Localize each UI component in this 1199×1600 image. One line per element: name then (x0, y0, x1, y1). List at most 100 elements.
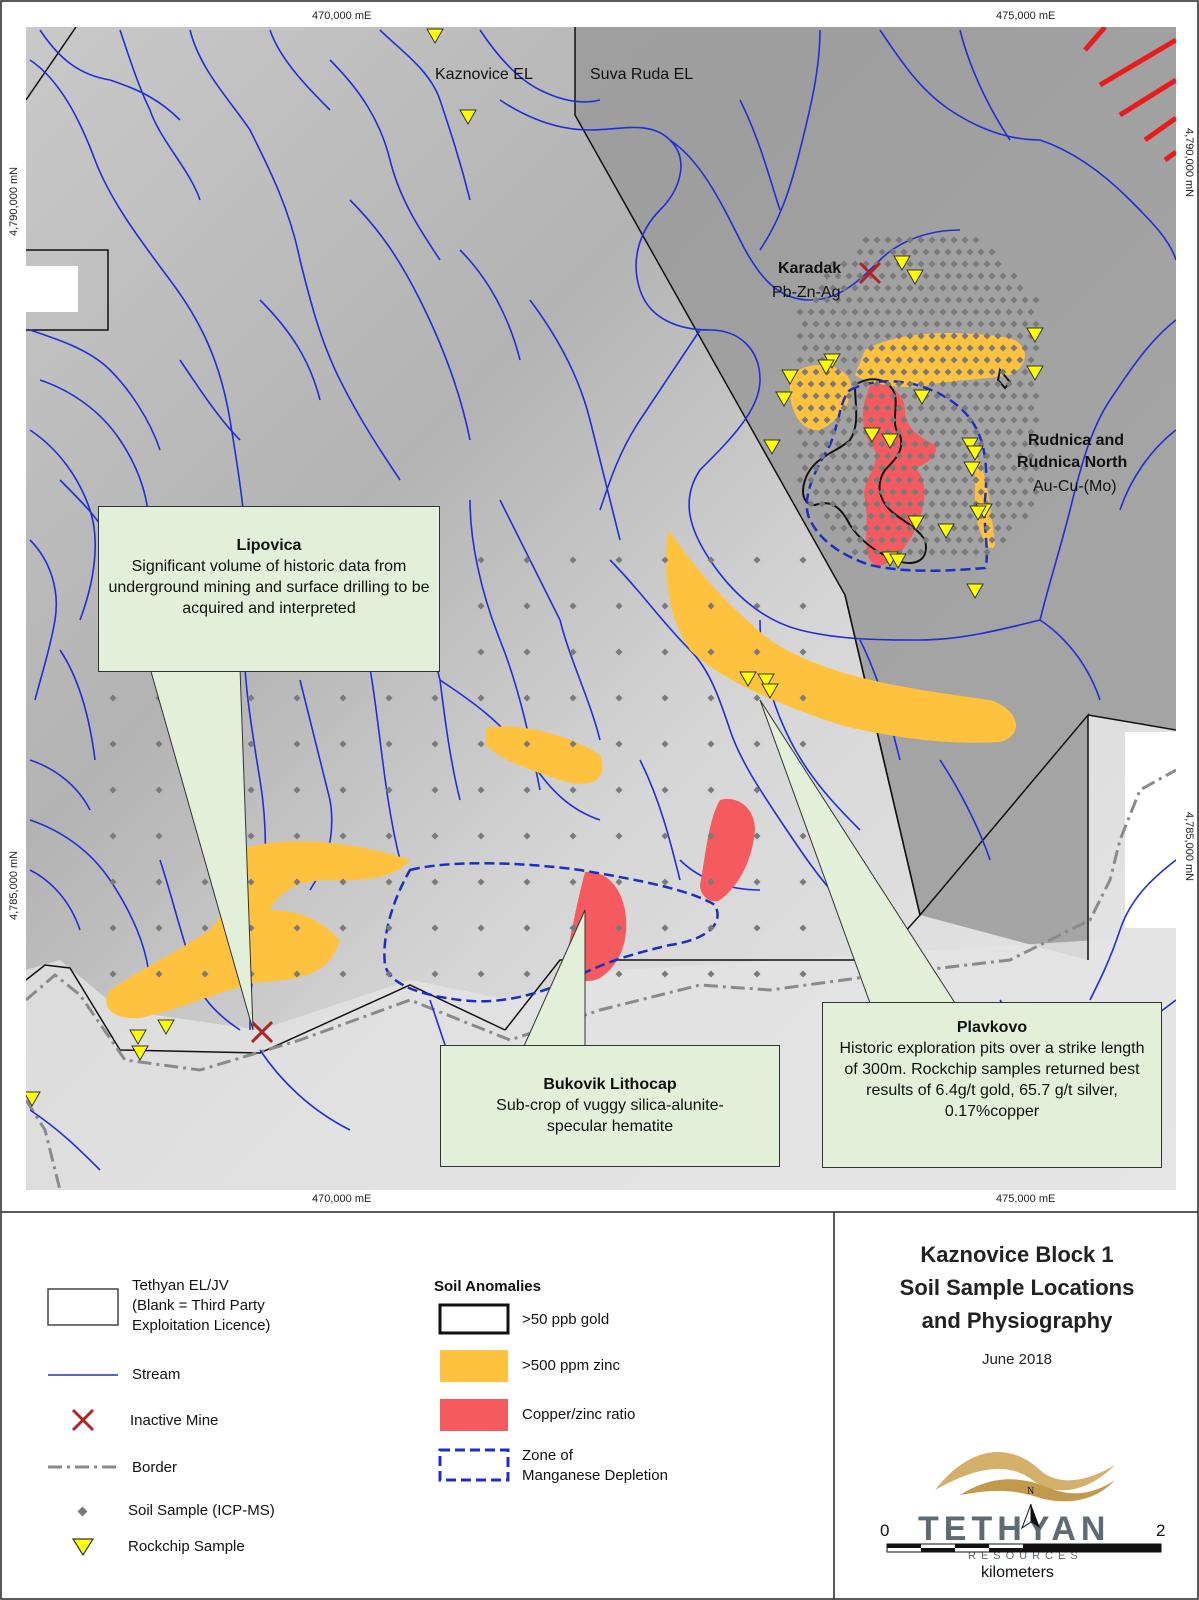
soil-sample-point (939, 476, 947, 484)
soil-sample-point (900, 320, 908, 328)
legend-gold-label: >50 ppb gold (522, 1311, 610, 1328)
soil-sample-point (950, 476, 958, 484)
soil-sample-point (939, 332, 947, 340)
soil-sample-point (856, 464, 864, 472)
soil-sample-point (851, 476, 859, 484)
soil-sample-point (1016, 476, 1024, 484)
soil-sample-point (878, 440, 886, 448)
soil-sample-point (889, 296, 897, 304)
legend-gold-symbol (438, 1303, 510, 1335)
soil-sample-point (988, 296, 996, 304)
soil-sample-point (862, 548, 870, 556)
soil-sample-point (823, 440, 831, 448)
soil-sample-point (753, 832, 761, 840)
soil-sample-point (661, 970, 669, 978)
soil-sample-point (109, 694, 117, 702)
soil-sample-point (900, 488, 908, 496)
soil-sample-point (796, 380, 804, 388)
soil-sample-point (477, 878, 485, 886)
soil-sample-point (966, 344, 974, 352)
rockchip-sample-point (966, 583, 984, 600)
soil-sample-point (895, 284, 903, 292)
soil-sample-point (477, 832, 485, 840)
soil-sample-point (1005, 332, 1013, 340)
soil-sample-point (293, 694, 301, 702)
soil-sample-point (972, 308, 980, 316)
soil-sample-point (385, 970, 393, 978)
soil-sample-point (201, 970, 209, 978)
callout-plavkovo-text: Historic exploration pits over a strike … (839, 1040, 1145, 1120)
soil-sample-point (966, 416, 974, 424)
soil-sample-point (155, 970, 163, 978)
north-arrow-label: N (1027, 1486, 1035, 1497)
soil-sample-point (906, 524, 914, 532)
legend-tethyan-el-symbol (47, 1288, 119, 1326)
soil-sample-point (1010, 464, 1018, 472)
soil-sample-point (900, 536, 908, 544)
soil-sample-point (972, 476, 980, 484)
rockchip-sample-point (863, 427, 881, 444)
soil-sample-point (851, 380, 859, 388)
soil-sample-point (895, 524, 903, 532)
rockchip-sample-point (907, 515, 925, 532)
soil-sample-point (834, 368, 842, 376)
soil-sample-point (707, 832, 715, 840)
soil-sample-point (661, 556, 669, 564)
soil-sample-point (933, 320, 941, 328)
licence-label-suva-ruda: Suva Ruda EL (590, 66, 694, 83)
soil-sample-point (1005, 476, 1013, 484)
soil-sample-point (988, 344, 996, 352)
soil-sample-point (339, 878, 347, 886)
national-border (26, 768, 1176, 1072)
soil-sample-point (707, 648, 715, 656)
soil-sample-point (977, 392, 985, 400)
soil-sample-point (615, 832, 623, 840)
soil-sample-point (933, 272, 941, 280)
soil-sample-point (796, 308, 804, 316)
soil-sample-point (615, 648, 623, 656)
soil-sample-point (906, 428, 914, 436)
feature-label-karadak: Karadak (778, 260, 842, 277)
soil-sample-point (812, 464, 820, 472)
soil-sample-point (155, 786, 163, 794)
soil-sample-point (961, 500, 969, 508)
soil-sample-point (834, 272, 842, 280)
rockchip-sample-point (913, 389, 931, 406)
soil-sample-point (477, 648, 485, 656)
rockchip-sample-point (937, 523, 955, 540)
soil-sample-point (796, 404, 804, 412)
soil-sample-point (661, 740, 669, 748)
soil-sample-point (950, 356, 958, 364)
soil-sample-point (851, 308, 859, 316)
soil-sample-point (823, 392, 831, 400)
soil-sample-point (807, 380, 815, 388)
soil-sample-point (961, 284, 969, 292)
soil-sample-point (707, 786, 715, 794)
soil-sample-point (884, 356, 892, 364)
soil-sample-point (884, 404, 892, 412)
soil-sample-point (615, 694, 623, 702)
soil-sample-point (829, 524, 837, 532)
rockchip-sample-point (1026, 365, 1044, 382)
soil-sample-point (873, 404, 881, 412)
soil-sample-point (994, 308, 1002, 316)
soil-sample-point (661, 602, 669, 610)
soil-sample-point (845, 416, 853, 424)
soil-sample-point (873, 500, 881, 508)
soil-sample-point (994, 524, 1002, 532)
soil-sample-point (906, 404, 914, 412)
rockchip-sample-point (881, 433, 899, 450)
soil-sample-point (862, 236, 870, 244)
soil-sample-point (955, 392, 963, 400)
soil-sample-point (999, 488, 1007, 496)
rockchip-sample-point (761, 683, 779, 700)
soil-sample-point (895, 356, 903, 364)
soil-sample-point (999, 320, 1007, 328)
soil-sample-point (928, 404, 936, 412)
soil-sample-point (862, 500, 870, 508)
soil-sample-point (939, 500, 947, 508)
soil-sample-point (834, 512, 842, 520)
soil-sample-point (873, 308, 881, 316)
soil-sample-point (867, 416, 875, 424)
soil-sample-point (707, 924, 715, 932)
